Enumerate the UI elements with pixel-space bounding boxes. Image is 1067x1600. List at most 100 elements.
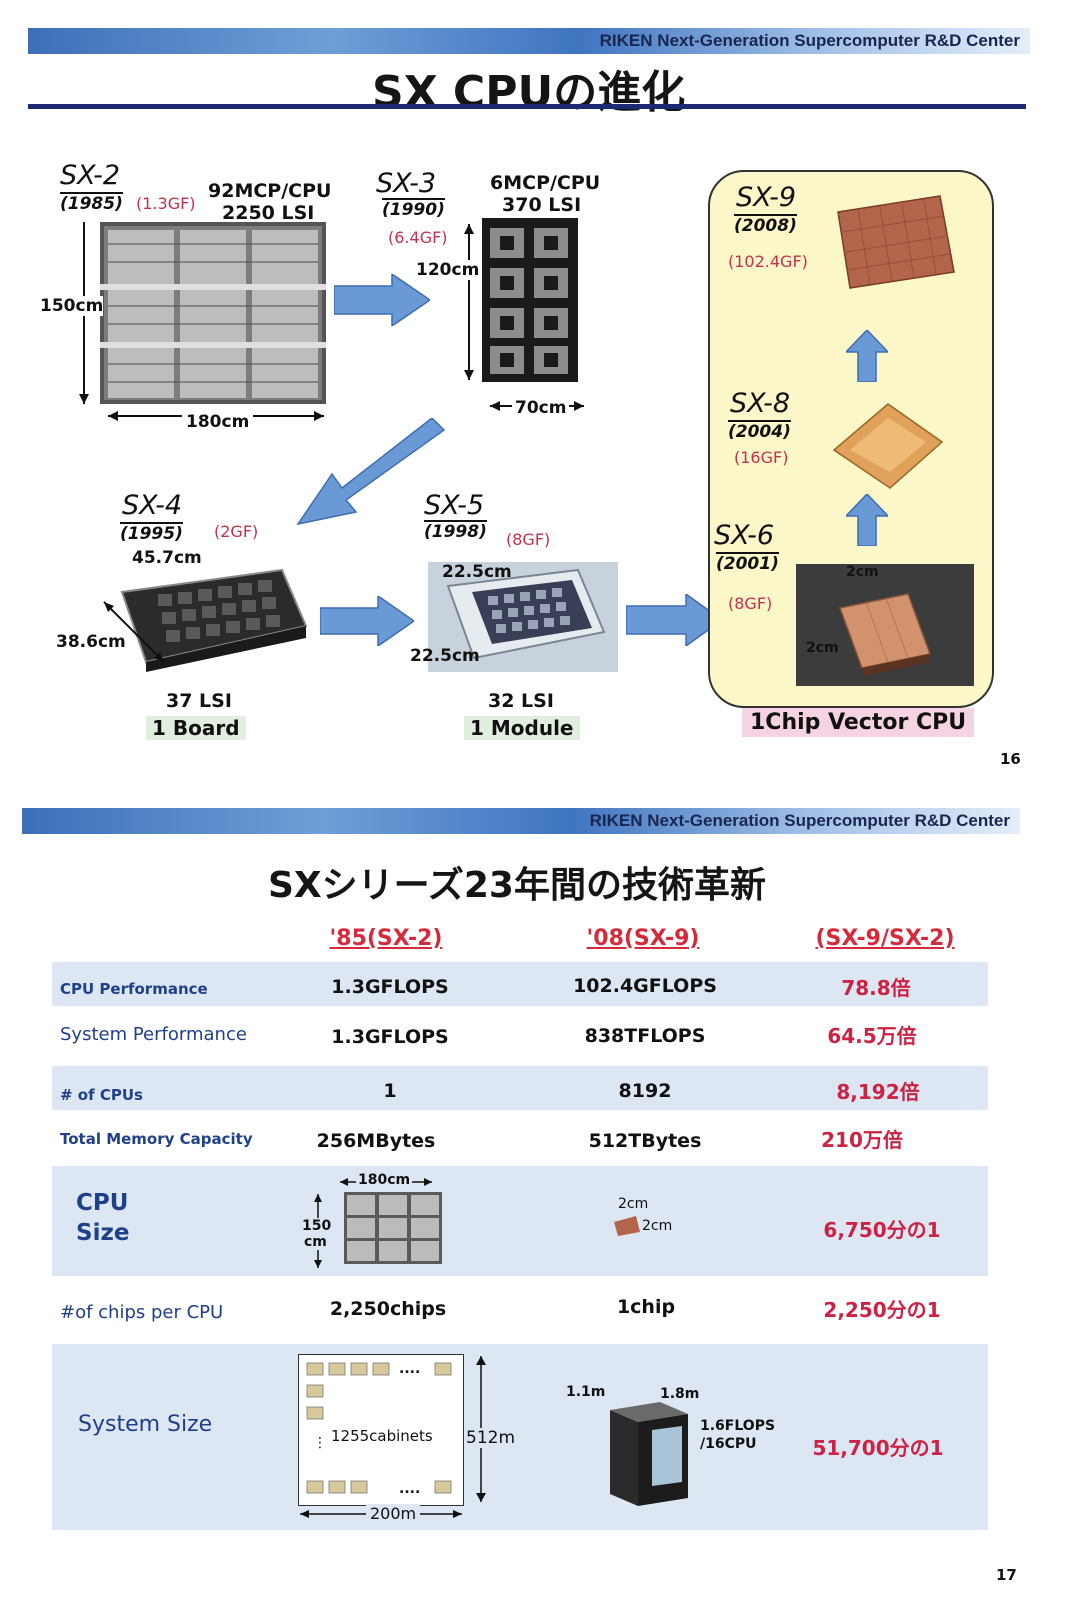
cell-ratio: 64.5万倍 xyxy=(827,1024,917,1048)
sx9-node-performance: 1.6FLOPS xyxy=(700,1418,776,1434)
row-band xyxy=(52,1066,988,1110)
sx3-spec1: 6MCP/CPU xyxy=(490,172,601,194)
sx2-year: (1985) xyxy=(60,192,123,214)
sx8-chip-image xyxy=(832,403,944,489)
cabinet-icons xyxy=(306,1362,452,1494)
cell-2008: 512TBytes xyxy=(588,1130,702,1152)
page-number-17: 17 xyxy=(996,1566,1017,1584)
sx9-gflops: (102.4GF) xyxy=(728,252,808,271)
sx5-unit: 1 Module xyxy=(464,716,580,740)
sx3-name: SX-3 xyxy=(376,168,437,199)
row-label: Size xyxy=(76,1220,130,1246)
up-arrow-icon xyxy=(846,330,888,382)
column-header-2008: '08(SX-9) xyxy=(586,926,700,951)
sx4-name: SX-4 xyxy=(122,490,183,521)
sx9-year: (2008) xyxy=(734,214,797,236)
sx9-chip-thumbnail xyxy=(614,1216,640,1236)
sx8-gflops: (16GF) xyxy=(734,448,789,467)
sx2-cpu-cabinet-image xyxy=(100,222,326,404)
sx2-spec2: 2250 LSI xyxy=(222,202,315,224)
system-height: 512m xyxy=(466,1428,516,1448)
page-title: SXシリーズ23年間の技術革新 xyxy=(268,865,766,906)
sx4-width: 45.7cm xyxy=(132,548,202,568)
sx2-system-floor: .... .... 1255cabinets ⋮ xyxy=(298,1354,464,1506)
cell-1985: 1.3GFLOPS xyxy=(331,976,449,998)
sx9-node-cpus: /16CPU xyxy=(700,1436,757,1452)
sx6-width: 2cm xyxy=(846,564,879,580)
cpu-height: 150 xyxy=(302,1218,332,1234)
sx4-depth-arrow xyxy=(103,601,165,663)
sx3-width: 70cm xyxy=(512,398,570,418)
dots: .... xyxy=(399,1361,421,1377)
cell-ratio: 8,192倍 xyxy=(836,1080,920,1104)
sx4-board-image xyxy=(120,568,308,672)
sx3-cpu-board-image xyxy=(482,218,578,382)
page-title: SX CPUの進化 xyxy=(372,67,686,118)
sx3-year: (1990) xyxy=(382,198,445,220)
sx5-depth: 22.5cm xyxy=(410,646,480,666)
diagonal-arrow-icon xyxy=(296,418,446,526)
row-label: CPU Performance xyxy=(60,980,208,998)
header-banner-16: RIKEN Next-Generation Supercomputer R&D … xyxy=(28,28,1030,54)
sx2-spec1: 92MCP/CPU xyxy=(208,180,332,202)
vertical-dots: ⋮ xyxy=(313,1435,327,1451)
column-header-ratio: (SX-9/SX-2) xyxy=(815,926,955,951)
system-width: 200m xyxy=(366,1504,421,1523)
sx4-gflops: (2GF) xyxy=(214,522,259,541)
sx5-gflops: (8GF) xyxy=(506,530,551,549)
sx2-name: SX-2 xyxy=(60,160,121,191)
right-arrow-icon xyxy=(320,596,414,646)
row-label: # of CPUs xyxy=(60,1086,143,1104)
cell-ratio: 51,700分の1 xyxy=(812,1436,944,1460)
row-band xyxy=(52,962,988,1006)
right-arrow-icon xyxy=(626,594,722,646)
sx6-name: SX-6 xyxy=(714,520,775,551)
cell-2008: 838TFLOPS xyxy=(584,1025,706,1047)
row-label: #of chips per CPU xyxy=(60,1302,224,1323)
cell-2008: 1chip xyxy=(616,1296,676,1318)
banner-text: RIKEN Next-Generation Supercomputer R&D … xyxy=(599,31,1020,50)
row-band xyxy=(52,1344,988,1530)
cpu-height-unit: cm xyxy=(304,1234,327,1250)
cell-1985: 256MBytes xyxy=(316,1130,436,1152)
row-label: System Performance xyxy=(60,1024,247,1045)
column-header-1985: '85(SX-2) xyxy=(329,926,443,951)
sx5-year: (1998) xyxy=(424,520,487,542)
sx5-width: 22.5cm xyxy=(442,562,512,582)
cell-1985: 2,250chips xyxy=(329,1298,447,1320)
chip-depth: 2cm xyxy=(642,1218,673,1234)
sx9-node-width: 1.1m xyxy=(566,1384,606,1400)
up-arrow-icon xyxy=(846,494,888,546)
sx8-name: SX-8 xyxy=(730,388,791,419)
sx6-gflops: (8GF) xyxy=(728,594,773,613)
sx4-depth: 38.6cm xyxy=(56,632,126,652)
sx6-year: (2001) xyxy=(716,552,779,574)
row-label: CPU xyxy=(76,1190,129,1216)
dots: .... xyxy=(399,1481,421,1497)
sx9-chip-image xyxy=(837,195,955,289)
chip-width: 2cm xyxy=(618,1196,649,1212)
right-arrow-icon xyxy=(334,274,430,326)
sx2-height: 150cm xyxy=(40,296,104,316)
sx5-lsi: 32 LSI xyxy=(488,690,554,712)
sx3-gflops: (6.4GF) xyxy=(388,228,448,247)
sx6-chip-image xyxy=(796,564,974,686)
sx2-width: 180cm xyxy=(182,412,254,432)
sx8-year: (2004) xyxy=(728,420,791,442)
cell-2008: 8192 xyxy=(618,1080,672,1102)
sx9-node-depth: 1.8m xyxy=(660,1386,700,1402)
cell-ratio: 78.8倍 xyxy=(841,976,911,1000)
cpu-width: 180cm xyxy=(356,1172,413,1188)
sx5-name: SX-5 xyxy=(424,490,485,521)
cabinet-count: 1255cabinets xyxy=(331,1427,433,1445)
sx9-node-image xyxy=(610,1402,688,1506)
cell-ratio: 2,250分の1 xyxy=(823,1298,941,1322)
sx6-depth: 2cm xyxy=(806,640,839,656)
cell-1985: 1 xyxy=(383,1080,397,1102)
cell-ratio: 6,750分の1 xyxy=(823,1218,941,1242)
sx2-gflops: (1.3GF) xyxy=(136,194,196,213)
sx4-year: (1995) xyxy=(120,522,183,544)
cell-ratio: 210万倍 xyxy=(821,1128,903,1152)
row-label: System Size xyxy=(78,1412,213,1437)
title-rule xyxy=(28,104,1026,109)
